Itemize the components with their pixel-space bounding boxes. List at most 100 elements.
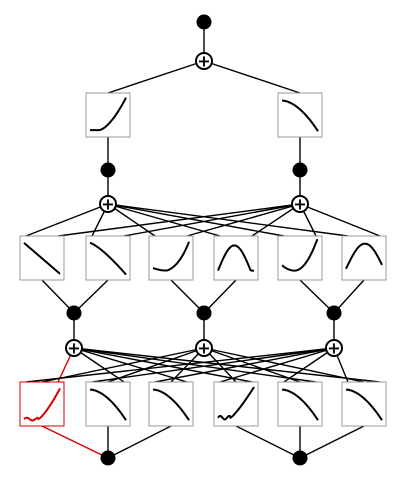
function-box-frame (341, 381, 387, 427)
function-boxes-group (19, 92, 387, 427)
sum-symbol: + (67, 339, 80, 358)
activation-curve (282, 388, 319, 421)
edge-l1box-to-node (203, 279, 237, 314)
function-box-l1 (19, 235, 65, 281)
activation-curve (23, 388, 61, 422)
function-box-l0 (341, 381, 387, 427)
edge-highlighted (41, 425, 109, 459)
function-box-frame (213, 381, 259, 427)
activation-curve (217, 386, 255, 421)
neuron-node-l2 (100, 162, 116, 178)
edge-l2sum-to-l1box (25, 203, 109, 237)
sum-node-l1: + (65, 339, 83, 358)
activation-curve (346, 388, 383, 421)
sum-node-l2: + (99, 195, 117, 214)
sum-symbol: + (197, 339, 210, 358)
activation-curve (345, 242, 383, 270)
sum-circle (195, 52, 213, 70)
edge-box-to-input (235, 425, 301, 459)
edge-l1sum-to-l0box (203, 347, 365, 383)
neuron-node-l1 (66, 305, 82, 321)
edge-l2sum-to-l1box (107, 203, 285, 237)
edge-box-to-input (299, 425, 365, 459)
edge-l1sum-to-l0box (283, 347, 335, 383)
edge-l2sum-to-l1box (186, 203, 301, 237)
sum-circle (325, 339, 343, 357)
function-box-l0 (213, 381, 259, 427)
activation-curve (90, 97, 127, 132)
function-box-highlighted (19, 381, 65, 427)
activation-curve (153, 388, 190, 421)
neuron-node-l2 (292, 162, 308, 178)
sum-node-output: + (195, 52, 213, 71)
activation-curve (90, 388, 127, 421)
edge-l1sum-to-l0box (73, 347, 253, 383)
edges-group (25, 22, 381, 459)
neuron-node-l1 (196, 305, 212, 321)
edge-l1box-to-node (299, 279, 335, 314)
function-box-l1 (148, 235, 194, 281)
function-box-l0 (148, 381, 194, 427)
edge-l2sum-to-l1box (57, 203, 301, 237)
sum-nodes-group: + + + + + + (65, 52, 343, 358)
function-box-l1 (85, 235, 131, 281)
edge-l1sum-to-l0box (25, 347, 335, 383)
sum-symbol: + (327, 339, 340, 358)
neuron-node-l1 (326, 305, 342, 321)
activation-curve (217, 244, 254, 272)
edge-l1box-to-node (170, 279, 205, 314)
function-box-frame (85, 381, 131, 427)
neuron-nodes-group (66, 14, 342, 466)
sum-circle (65, 339, 83, 357)
edge-box-to-input (107, 425, 172, 459)
edge-l1sum-to-l0box (91, 347, 335, 383)
activation-curve (282, 99, 319, 132)
edge-sum-to-box (107, 60, 205, 94)
edge-l1sum-to-l0box (73, 347, 125, 383)
edge-l2sum-to-l1box (123, 203, 301, 237)
function-box-l2 (85, 92, 131, 138)
activation-curve (89, 241, 127, 276)
edge-l2sum-to-l1box (107, 203, 221, 237)
edge-l2sum-to-l1box (299, 203, 381, 237)
sum-circle (195, 339, 213, 357)
sum-node-l1: + (325, 339, 343, 358)
function-box-l1 (277, 235, 323, 281)
function-box-frame (19, 381, 65, 427)
function-box-l2 (277, 92, 323, 138)
sum-node-l2: + (291, 195, 309, 214)
sum-node-l1: + (195, 339, 213, 358)
function-box-frame (213, 235, 259, 281)
edge-l2sum-to-l1box (107, 203, 156, 237)
function-box-l0 (277, 381, 323, 427)
input-node (292, 450, 308, 466)
edge-sum-to-box (203, 60, 301, 94)
function-box-frame (277, 381, 323, 427)
edge-l1box-to-node (41, 279, 75, 314)
sum-symbol: + (293, 195, 306, 214)
edge-l1sum-to-l0box (219, 347, 335, 383)
edge-l1sum-to-l0box (41, 347, 205, 383)
activation-curve (23, 242, 61, 275)
edge-l1sum-to-l0box (73, 347, 317, 383)
function-box-frame (85, 235, 131, 281)
output-node (196, 14, 212, 30)
sum-circle (99, 195, 117, 213)
edge-l1sum-to-l0box (73, 347, 188, 383)
function-box-frame (277, 92, 323, 138)
sum-circle (291, 195, 309, 213)
function-box-frame (148, 381, 194, 427)
edge-l2sum-to-l1box (251, 203, 301, 237)
function-box-l1 (341, 235, 387, 281)
sum-symbol: + (197, 52, 210, 71)
edge-l1sum-to-l0box (203, 347, 301, 383)
activation-curve (152, 241, 190, 272)
activation-curve (281, 239, 319, 272)
input-node (100, 450, 116, 466)
edge-l2sum-to-l1box (107, 203, 349, 237)
sum-symbol: + (101, 195, 114, 214)
edge-l1sum-to-l0box (154, 347, 335, 383)
function-box-l0 (85, 381, 131, 427)
